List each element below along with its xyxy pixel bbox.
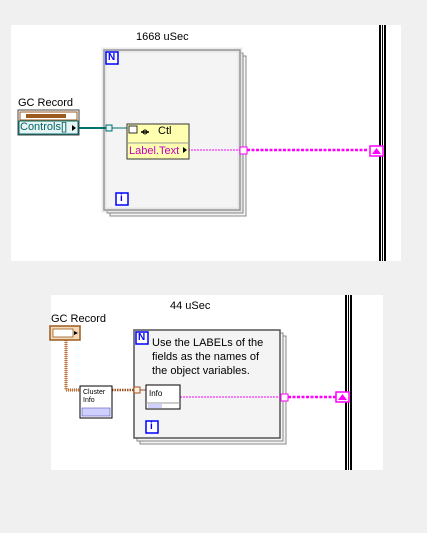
top-gc-record-label: GC Record [18,97,74,109]
bottom-i-terminal-label: i [150,421,153,432]
top-property-node[interactable] [126,123,190,160]
cluster-info-subvi[interactable] [79,385,113,419]
bottom-i-terminal[interactable] [145,420,159,434]
top-sequence-tunnel [369,145,384,157]
bottom-gc-record-label: GC Record [51,313,107,325]
ctl-class-label: Ctl [158,125,172,137]
top-timing-label: 1668 uSec [136,31,189,43]
info-element-label[interactable]: Info [149,389,163,398]
top-n-terminal-label: N [108,52,116,63]
bottom-sequence-frame [345,295,352,470]
bottom-timing-label: 44 uSec [170,300,211,312]
cluster-info-subvi-label: Cluster Info [83,389,106,404]
bottom-for-loop[interactable] [133,329,287,445]
bottom-wires [64,340,336,399]
gc-record-cluster-wire-core [65,340,81,391]
info-unbundle-node[interactable] [145,384,181,410]
top-i-terminal[interactable] [115,192,129,206]
bottom-gc-record-terminal[interactable] [49,325,81,341]
top-sequence-frame [379,25,386,261]
top-n-terminal[interactable] [105,51,119,65]
bottom-output-tunnel [280,393,289,402]
bottom-n-terminal[interactable] [135,331,149,345]
top-output-tunnel [239,146,248,155]
bottom-n-terminal-label: N [138,332,146,343]
label-text-property[interactable]: Label.Text [129,145,180,157]
loop-comment-note: Use the LABELs of the fields as the name… [152,337,264,377]
bottom-input-tunnel [133,386,141,394]
top-input-tunnel [105,124,113,132]
top-wires [79,127,368,152]
bottom-sequence-tunnel [335,391,350,403]
controls-property-label[interactable]: Controls[] [20,121,68,133]
top-gc-record-control[interactable] [17,109,80,136]
top-i-terminal-label: i [120,193,123,204]
